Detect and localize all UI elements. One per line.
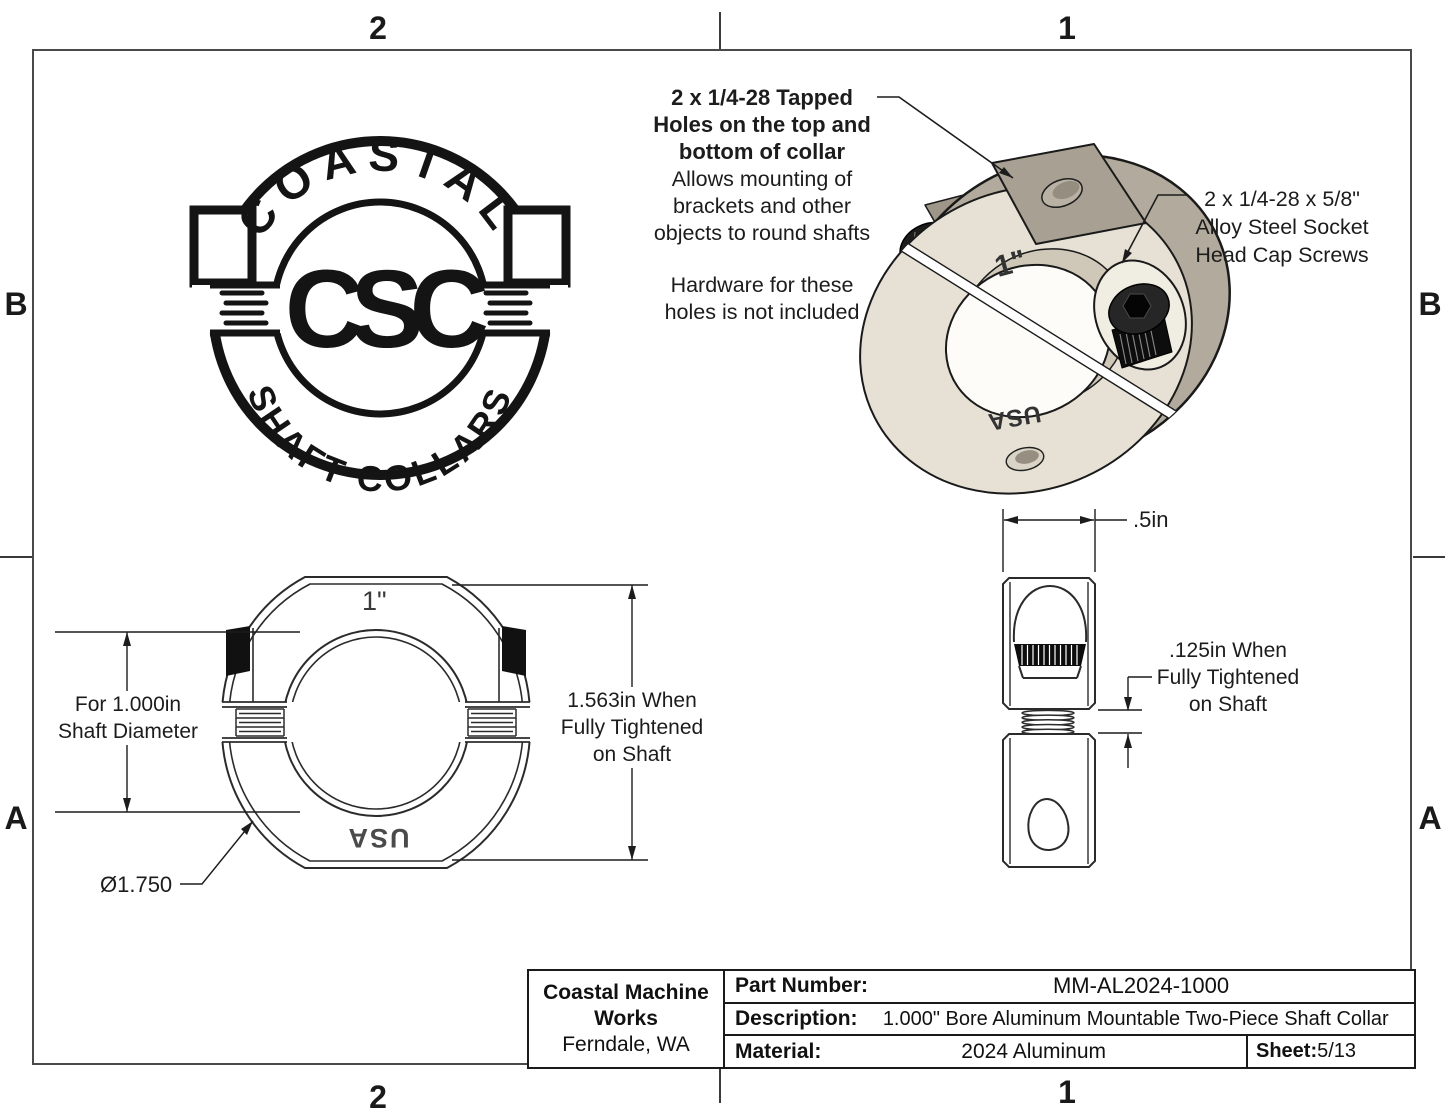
logo-monogram: CSC	[285, 248, 487, 371]
side-view	[1002, 577, 1096, 868]
company-name: Coastal Machine Works	[543, 981, 709, 1030]
zone-label-top-2: 2	[369, 10, 387, 46]
tapped-hole-bottom	[1005, 446, 1045, 472]
annotation-cap-screws: 2 x 1/4-28 x 5/8" Alloy Steel Socket Hea…	[1195, 187, 1369, 267]
material-row: Material: 2024 Aluminum Sheet: 5/13	[725, 1036, 1414, 1068]
leader-lines	[877, 96, 1188, 264]
title-block: Coastal Machine Works Ferndale, WA Part …	[527, 969, 1416, 1069]
upper-half	[1002, 577, 1096, 710]
screw-dome	[1012, 584, 1088, 643]
dim-collar-width: .5in	[1133, 507, 1169, 532]
logo-right-tab	[503, 205, 571, 288]
material-value: 2024 Aluminum	[961, 1039, 1107, 1063]
zone-tick-bottom	[719, 1065, 721, 1103]
right-cap-screw	[1108, 283, 1173, 369]
zone-tick-left	[0, 556, 32, 558]
dim-outer-diameter: Ø1.750	[100, 871, 180, 898]
front-threads	[235, 708, 517, 737]
part-number-value: MM-AL2024-1000	[1052, 973, 1230, 999]
hex-socket	[1122, 293, 1152, 319]
dim-tightened-gap: .125in When Fully Tightened on Shaft	[1156, 639, 1300, 716]
side-dimensions	[1002, 509, 1152, 768]
zone-tick-top	[719, 12, 721, 49]
sheet-value: 5/13	[1317, 1040, 1357, 1063]
lower-half	[1002, 733, 1096, 868]
leader-arrowhead	[1122, 249, 1132, 263]
zone-label-top-1: 1	[1058, 10, 1076, 46]
annotation-tapped-holes-body: Allows mounting of brackets and other ob…	[653, 167, 871, 245]
screw-head-edge	[502, 626, 526, 676]
zone-label-bottom-1: 1	[1058, 1074, 1076, 1110]
company-logo: COASTAL SHAFT COLLARS CSC	[189, 128, 571, 500]
zone-tick-right	[1413, 556, 1445, 558]
front-view	[214, 576, 538, 869]
sheet-cell: Sheet: 5/13	[1246, 1036, 1414, 1068]
zone-label-left-b: B	[4, 286, 28, 322]
leader-arrowhead	[999, 167, 1013, 178]
title-block-company-cell: Coastal Machine Works Ferndale, WA	[529, 971, 725, 1067]
description-row: Description: 1.000" Bore Aluminum Mounta…	[725, 1004, 1414, 1037]
zone-label-left-a: A	[4, 800, 28, 836]
annotation-tapped-holes-title: 2 x 1/4-28 Tapped Holes on the top and b…	[653, 85, 871, 164]
description-label: Description:	[735, 1007, 858, 1030]
zone-label-right-a: A	[1418, 800, 1442, 836]
part-number-row: Part Number: MM-AL2024-1000	[725, 971, 1414, 1004]
mounting-hole	[1027, 798, 1070, 851]
front-usa-marking: USA	[346, 823, 410, 853]
material-label: Material:	[735, 1039, 822, 1063]
dim-collar-height: 1.563in When Fully Tightened on Shaft	[553, 687, 711, 768]
isometric-view	[859, 143, 1231, 495]
front-bore-size-marking: 1"	[362, 586, 387, 616]
screw-head-edge	[226, 626, 250, 676]
side-dimension-arrows	[1004, 516, 1132, 748]
company-location: Ferndale, WA	[562, 1033, 690, 1056]
logo-threads	[219, 290, 533, 326]
annotation-tapped-holes-note: Hardware for these holes is not included	[664, 273, 860, 324]
sheet-label: Sheet:	[1256, 1040, 1318, 1063]
zone-label-bottom-2: 2	[369, 1079, 387, 1115]
zone-label-right-b: B	[1418, 286, 1442, 322]
dim-shaft-diameter: For 1.000in Shaft Diameter	[50, 691, 206, 745]
description-value: 1.000" Bore Aluminum Mountable Two-Piece…	[882, 1007, 1389, 1030]
front-dimension-arrows	[123, 585, 636, 860]
part-number-label: Part Number:	[735, 974, 869, 998]
